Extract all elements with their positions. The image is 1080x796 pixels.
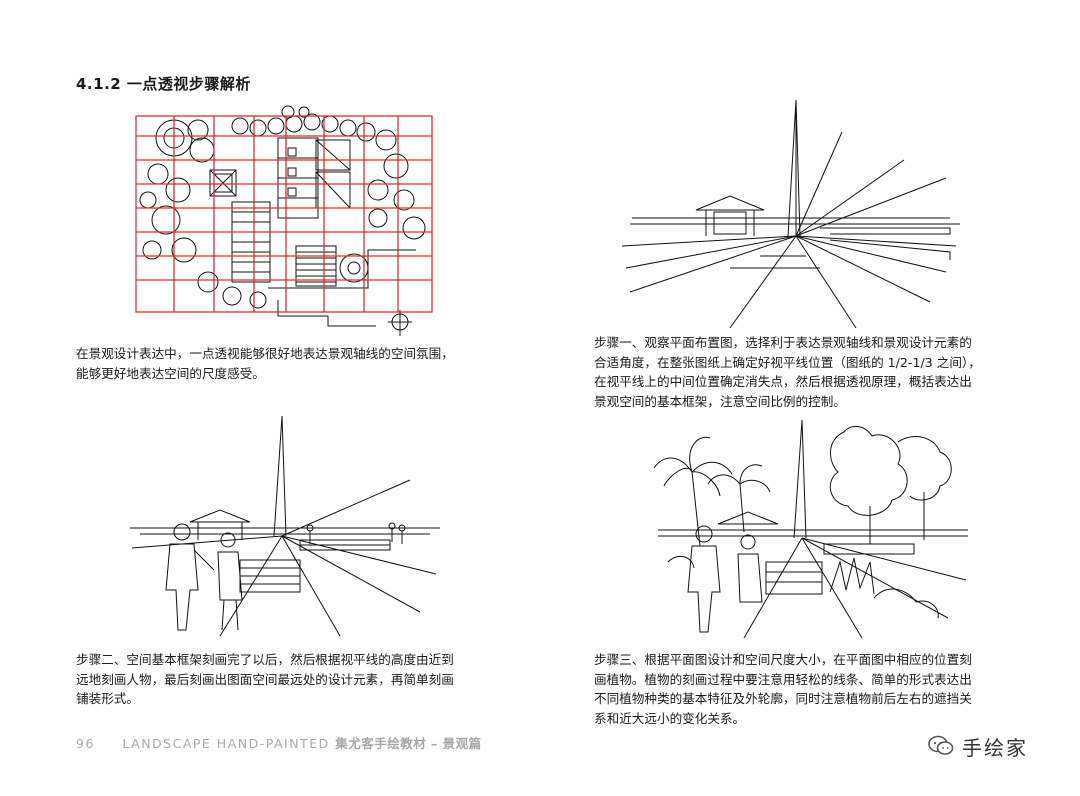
step1-perspective-sketch <box>610 96 970 332</box>
wechat-watermark: 手绘家 <box>928 733 1028 759</box>
page-footer: 96 LANDSCAPE HAND-PAINTED 集尤客手绘教材 – 景观篇 <box>76 733 482 752</box>
step3-perspective-sketch <box>648 412 978 644</box>
page-number: 96 <box>76 736 95 751</box>
step3-paragraph: 步骤三、根据平面图设计和空间尺度大小，在平面图中相应的位置刻 画植物。植物的刻画… <box>594 650 1024 728</box>
watermark-text: 手绘家 <box>962 732 1028 761</box>
step1-paragraph: 步骤一、观察平面布置图，选择利于表达景观轴线和景观设计元素的 合适角度，在整张图… <box>594 333 1024 411</box>
footer-title: LANDSCAPE HAND-PAINTED <box>122 736 329 751</box>
intro-paragraph: 在景观设计表达中，一点透视能够很好地表达景观轴线的空间氛围， 能够更好地表达空间… <box>76 344 496 383</box>
step2-perspective-sketch <box>120 410 450 642</box>
footer-subtitle: 集尤客手绘教材 – 景观篇 <box>335 736 481 751</box>
site-plan-drawing <box>128 100 448 336</box>
step2-paragraph: 步骤二、空间基本框架刻画完了以后，然后根据视平线的高度由近到 远地刻画人物，最后… <box>76 650 506 709</box>
section-heading: 4.1.2 一点透视步骤解析 <box>76 73 251 94</box>
wechat-icon <box>928 735 954 757</box>
